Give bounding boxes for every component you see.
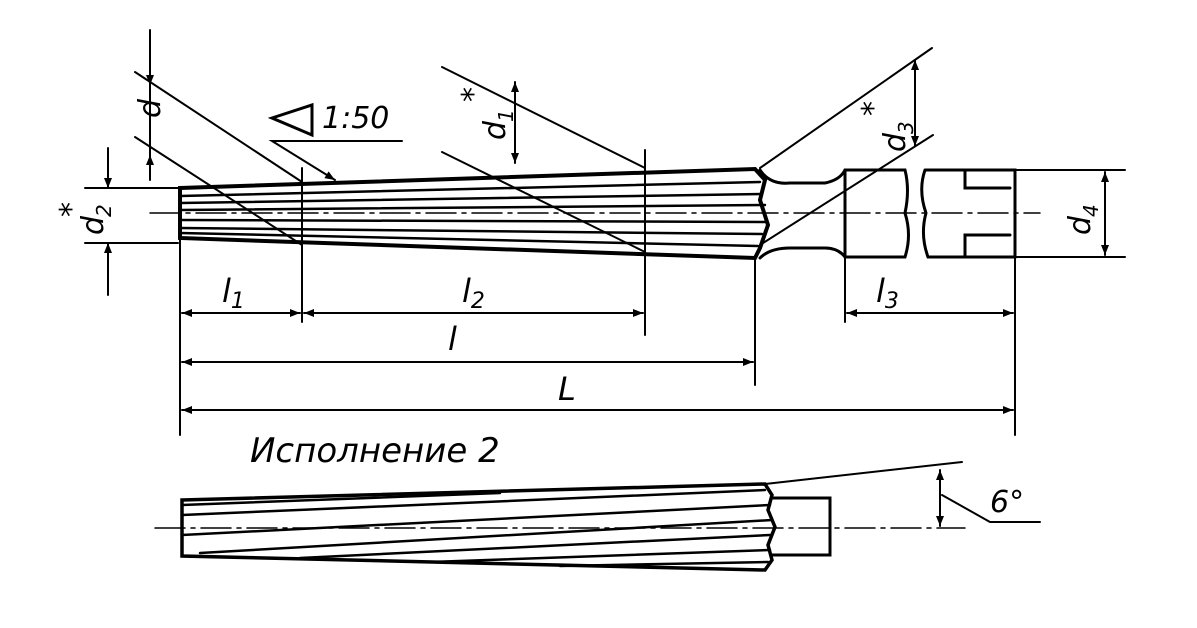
label-l3: l3 <box>876 272 899 314</box>
dimension-labels: d d 2 * d 1 * d 3 * d 4 l1 l2 l3 l L <box>54 87 1103 408</box>
label-d4: d <box>1063 215 1098 235</box>
label-d4-sub: 4 <box>1079 204 1103 217</box>
label-d3: d <box>878 132 913 152</box>
variant-title: Исполнение 2 <box>250 431 500 471</box>
label-d1-star: * <box>456 87 491 102</box>
label-l: l <box>448 320 457 358</box>
label-d3-star: * <box>856 101 891 116</box>
label-d3-sub: 3 <box>894 121 918 134</box>
label-d: d <box>133 98 168 118</box>
dimension-lines <box>104 29 1109 414</box>
spiral-reamer-view: 6° <box>154 461 1041 572</box>
reamer-shank <box>758 168 1017 260</box>
label-l1: l1 <box>222 272 245 314</box>
angle-label: 6° <box>990 485 1024 520</box>
taper-symbol: 1:50 <box>267 101 403 181</box>
label-l2: l2 <box>462 272 485 314</box>
label-d2-sub: 2 <box>92 204 116 217</box>
taper-triangle-icon <box>267 102 314 138</box>
label-d2: d <box>76 215 111 235</box>
flute-lines <box>178 180 767 248</box>
taper-ratio: 1:50 <box>322 101 389 136</box>
spiral-flute-lines <box>180 488 774 568</box>
label-d2-star: * <box>54 202 89 217</box>
extension-lines <box>84 47 1126 436</box>
label-L: L <box>558 370 576 408</box>
label-d1: d <box>478 120 513 140</box>
label-d1-sub: 1 <box>494 109 518 122</box>
